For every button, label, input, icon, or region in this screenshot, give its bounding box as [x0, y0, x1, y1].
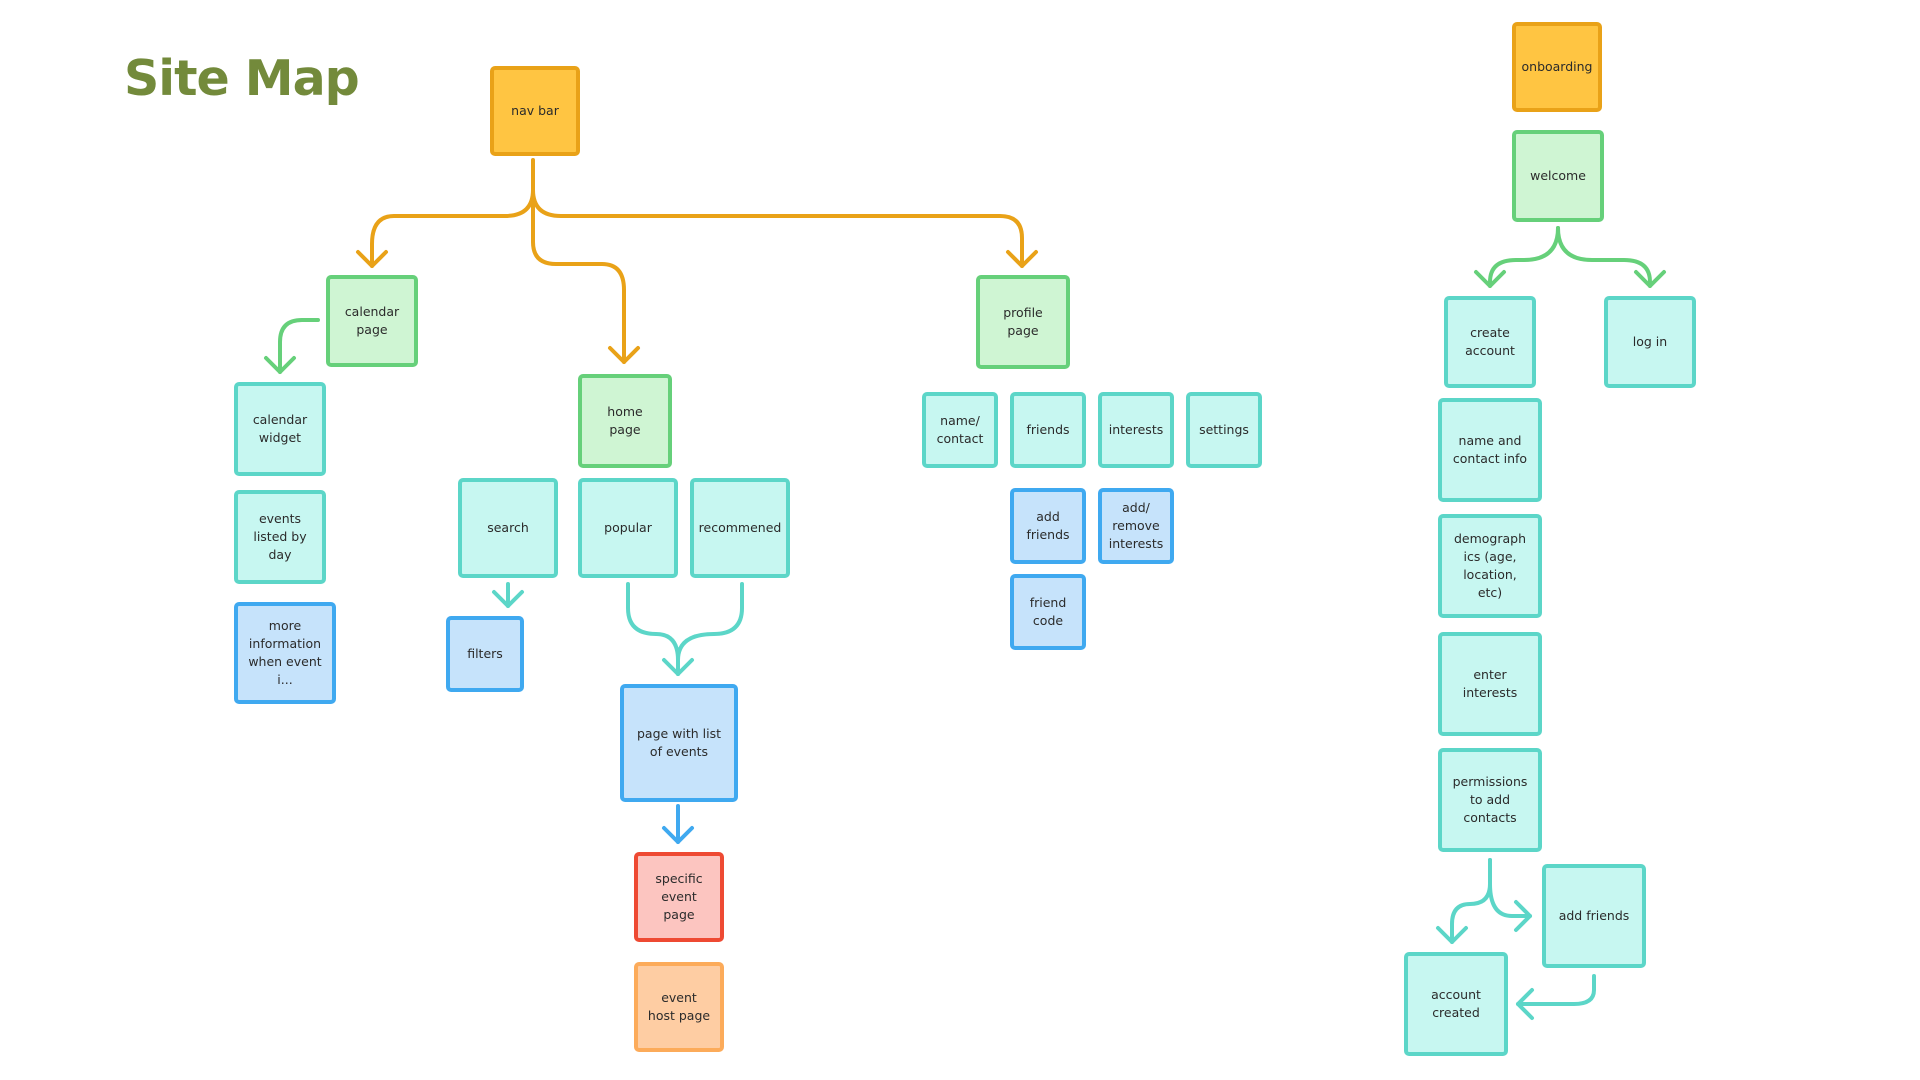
- arrowhead: [1516, 988, 1534, 1020]
- arrowhead: [1436, 926, 1468, 944]
- node-create-account[interactable]: create account: [1444, 296, 1536, 388]
- node-recommened[interactable]: recommened: [690, 478, 790, 578]
- arrowhead: [356, 250, 388, 268]
- node-calendar-page[interactable]: calendar page: [326, 275, 418, 367]
- node-settings[interactable]: settings: [1186, 392, 1262, 468]
- node-onboarding[interactable]: onboarding: [1512, 22, 1602, 112]
- arrowhead: [608, 346, 640, 364]
- node-nav-bar[interactable]: nav bar: [490, 66, 580, 156]
- edge-navbar-home: [531, 188, 626, 364]
- arrowhead: [492, 590, 524, 608]
- node-home-page[interactable]: home page: [578, 374, 672, 468]
- edge-calendar-widget: [278, 318, 320, 374]
- page-title: Site Map: [124, 50, 360, 107]
- node-name-and-contact-info[interactable]: name and contact info: [1438, 398, 1542, 502]
- edge-navbar-profile: [531, 188, 1024, 268]
- arrowhead: [264, 356, 296, 374]
- edge-welcome-create: [1488, 226, 1560, 288]
- edge-permissions-addfriends: [1488, 858, 1532, 918]
- arrowhead: [1474, 270, 1506, 288]
- node-add-friends-onboarding[interactable]: add friends: [1542, 864, 1646, 968]
- edge-popular-list: [626, 582, 680, 676]
- node-specific-event-page[interactable]: specific event page: [634, 852, 724, 942]
- node-welcome[interactable]: welcome: [1512, 130, 1604, 222]
- node-popular[interactable]: popular: [578, 478, 678, 578]
- node-account-created[interactable]: account created: [1404, 952, 1508, 1056]
- node-page-with-list-of-events[interactable]: page with list of events: [620, 684, 738, 802]
- arrowhead: [1006, 250, 1038, 268]
- node-interests[interactable]: interests: [1098, 392, 1174, 468]
- node-more-information[interactable]: more information when event i...: [234, 602, 336, 704]
- node-calendar-widget[interactable]: calendar widget: [234, 382, 326, 476]
- node-profile-page[interactable]: profile page: [976, 275, 1070, 369]
- arrowhead: [662, 658, 694, 676]
- node-permissions-to-add-contacts[interactable]: permissions to add contacts: [1438, 748, 1542, 852]
- node-event-host-page[interactable]: event host page: [634, 962, 724, 1052]
- node-log-in[interactable]: log in: [1604, 296, 1696, 388]
- node-demographics[interactable]: demograph ics (age, location, etc): [1438, 514, 1542, 618]
- arrowhead: [662, 826, 694, 844]
- node-filters[interactable]: filters: [446, 616, 524, 692]
- node-add-friends-profile[interactable]: add friends: [1010, 488, 1086, 564]
- edge-welcome-login: [1556, 226, 1652, 288]
- node-name-contact[interactable]: name/ contact: [922, 392, 998, 468]
- node-events-listed-by-day[interactable]: events listed by day: [234, 490, 326, 584]
- node-friend-code[interactable]: friend code: [1010, 574, 1086, 650]
- edge-recommened-list: [676, 582, 744, 676]
- node-enter-interests[interactable]: enter interests: [1438, 632, 1542, 736]
- edge-navbar-calendar: [370, 158, 535, 268]
- edge-permissions-account: [1450, 858, 1492, 944]
- edge-addfriends-account: [1516, 974, 1596, 1006]
- node-add-remove-interests[interactable]: add/ remove interests: [1098, 488, 1174, 564]
- node-search[interactable]: search: [458, 478, 558, 578]
- node-friends[interactable]: friends: [1010, 392, 1086, 468]
- arrowhead: [1514, 900, 1532, 932]
- arrowhead: [1634, 270, 1666, 288]
